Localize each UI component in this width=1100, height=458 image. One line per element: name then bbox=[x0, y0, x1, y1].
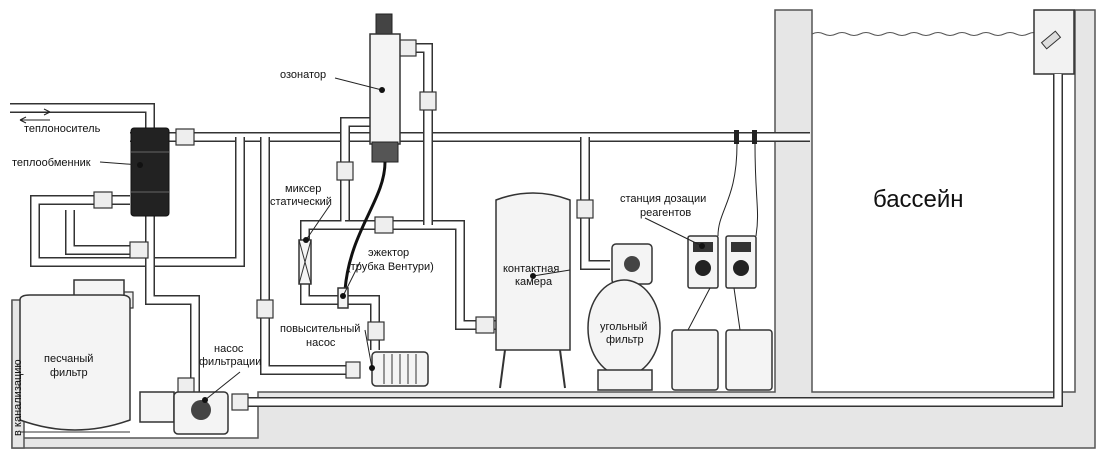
dosing-station bbox=[687, 143, 759, 331]
carbon-filter bbox=[587, 243, 661, 391]
pipework bbox=[10, 43, 1063, 407]
label-heat-exchanger: теплообменник bbox=[12, 157, 91, 169]
label-filtration-pump-1: насос bbox=[214, 343, 244, 355]
label-contact-chamber-2: камера bbox=[515, 276, 553, 288]
label-carbon-filter-2: фильтр bbox=[606, 334, 644, 346]
label-static-mixer-2: статический bbox=[270, 196, 332, 208]
leader-lines bbox=[99, 77, 705, 403]
label-to-sewer: в канализацию bbox=[12, 359, 24, 436]
pool-water-line bbox=[811, 32, 1065, 36]
label-ejector-1: эжектор bbox=[368, 247, 409, 259]
static-mixer bbox=[298, 239, 312, 285]
label-pool: бассейн bbox=[873, 186, 964, 213]
filtration-pump bbox=[139, 391, 229, 435]
skimmer bbox=[1033, 9, 1075, 75]
label-filtration-pump-2: фильтрации bbox=[199, 356, 261, 368]
label-ozonator: озонатор bbox=[280, 69, 326, 81]
label-static-mixer-1: миксер bbox=[285, 183, 321, 195]
contact-chamber bbox=[495, 192, 571, 389]
label-carbon-filter-1: угольный bbox=[600, 321, 647, 333]
sand-filter bbox=[19, 279, 131, 433]
label-ejector-2: (трубка Вентури) bbox=[347, 261, 434, 273]
label-sand-filter-2: фильтр bbox=[50, 367, 88, 379]
heat-exchanger bbox=[130, 127, 170, 217]
booster-pump bbox=[371, 351, 429, 387]
label-sand-filter-1: песчаный bbox=[44, 353, 93, 365]
label-coolant: теплоноситель bbox=[24, 123, 101, 135]
reagent-tanks bbox=[671, 329, 773, 391]
label-dosing-station-2: реагентов bbox=[640, 207, 691, 219]
ozonator bbox=[343, 13, 401, 291]
label-booster-pump-2: насос bbox=[306, 337, 336, 349]
label-booster-pump-1: повысительный bbox=[280, 323, 360, 335]
coolant-arrows bbox=[19, 108, 51, 124]
label-contact-chamber-1: контактная bbox=[503, 263, 559, 275]
label-dosing-station-1: станция дозации bbox=[620, 193, 706, 205]
